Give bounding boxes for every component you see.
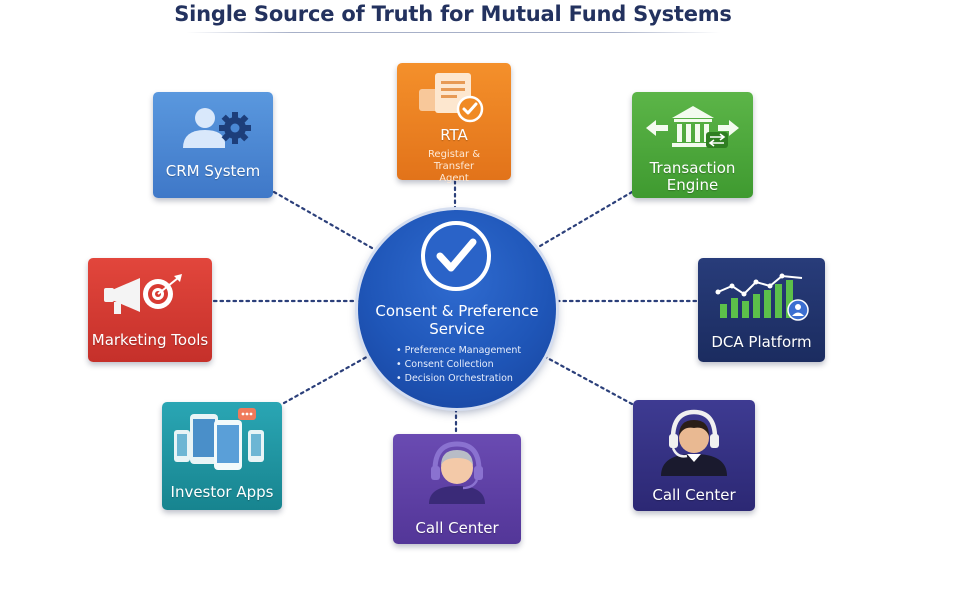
marketing-tools-card[interactable]: Marketing Tools xyxy=(88,258,212,362)
bank-exchange-icon xyxy=(646,106,739,148)
bar-chart-trend-icon xyxy=(715,273,809,321)
investor-apps-card[interactable]: Investor Apps xyxy=(162,402,282,510)
connector-call-center-2 xyxy=(538,352,634,406)
crm-system-card[interactable]: CRM System xyxy=(153,92,273,198)
crm-system-label: CRM System xyxy=(165,162,261,180)
call-center-card-2[interactable]: Call Center xyxy=(633,400,755,511)
hub-feature-list: Preference Management Consent Collection… xyxy=(396,344,522,386)
checkmark-icon xyxy=(421,221,491,291)
dca-platform-card[interactable]: DCA Platform xyxy=(698,258,825,362)
hub-feature-item: Decision Orchestration xyxy=(396,372,521,386)
title-divider xyxy=(186,32,720,33)
call-center-label-1: Call Center xyxy=(415,519,499,537)
investor-apps-label: Investor Apps xyxy=(170,483,274,501)
mobile-devices-icon xyxy=(174,408,264,470)
headset-agent-icon xyxy=(429,441,485,504)
call-center-label-2: Call Center xyxy=(652,486,736,504)
user-gear-icon xyxy=(183,108,251,148)
call-center-card-1[interactable]: Call Center xyxy=(393,434,521,544)
connector-crm xyxy=(272,190,374,250)
headset-agent-icon xyxy=(661,409,727,476)
document-check-icon xyxy=(419,73,484,123)
hub-feature-item: Consent Collection xyxy=(396,358,521,372)
rta-label: RTA xyxy=(440,126,468,144)
marketing-tools-label: Marketing Tools xyxy=(91,331,209,349)
dca-platform-label: DCA Platform xyxy=(711,333,812,351)
page-title: Single Source of Truth for Mutual Fund S… xyxy=(174,2,732,26)
connector-transaction xyxy=(538,190,634,248)
hub-feature-item: Preference Management xyxy=(396,344,522,358)
connector-investor-apps xyxy=(282,352,374,405)
megaphone-target-icon xyxy=(104,274,182,314)
